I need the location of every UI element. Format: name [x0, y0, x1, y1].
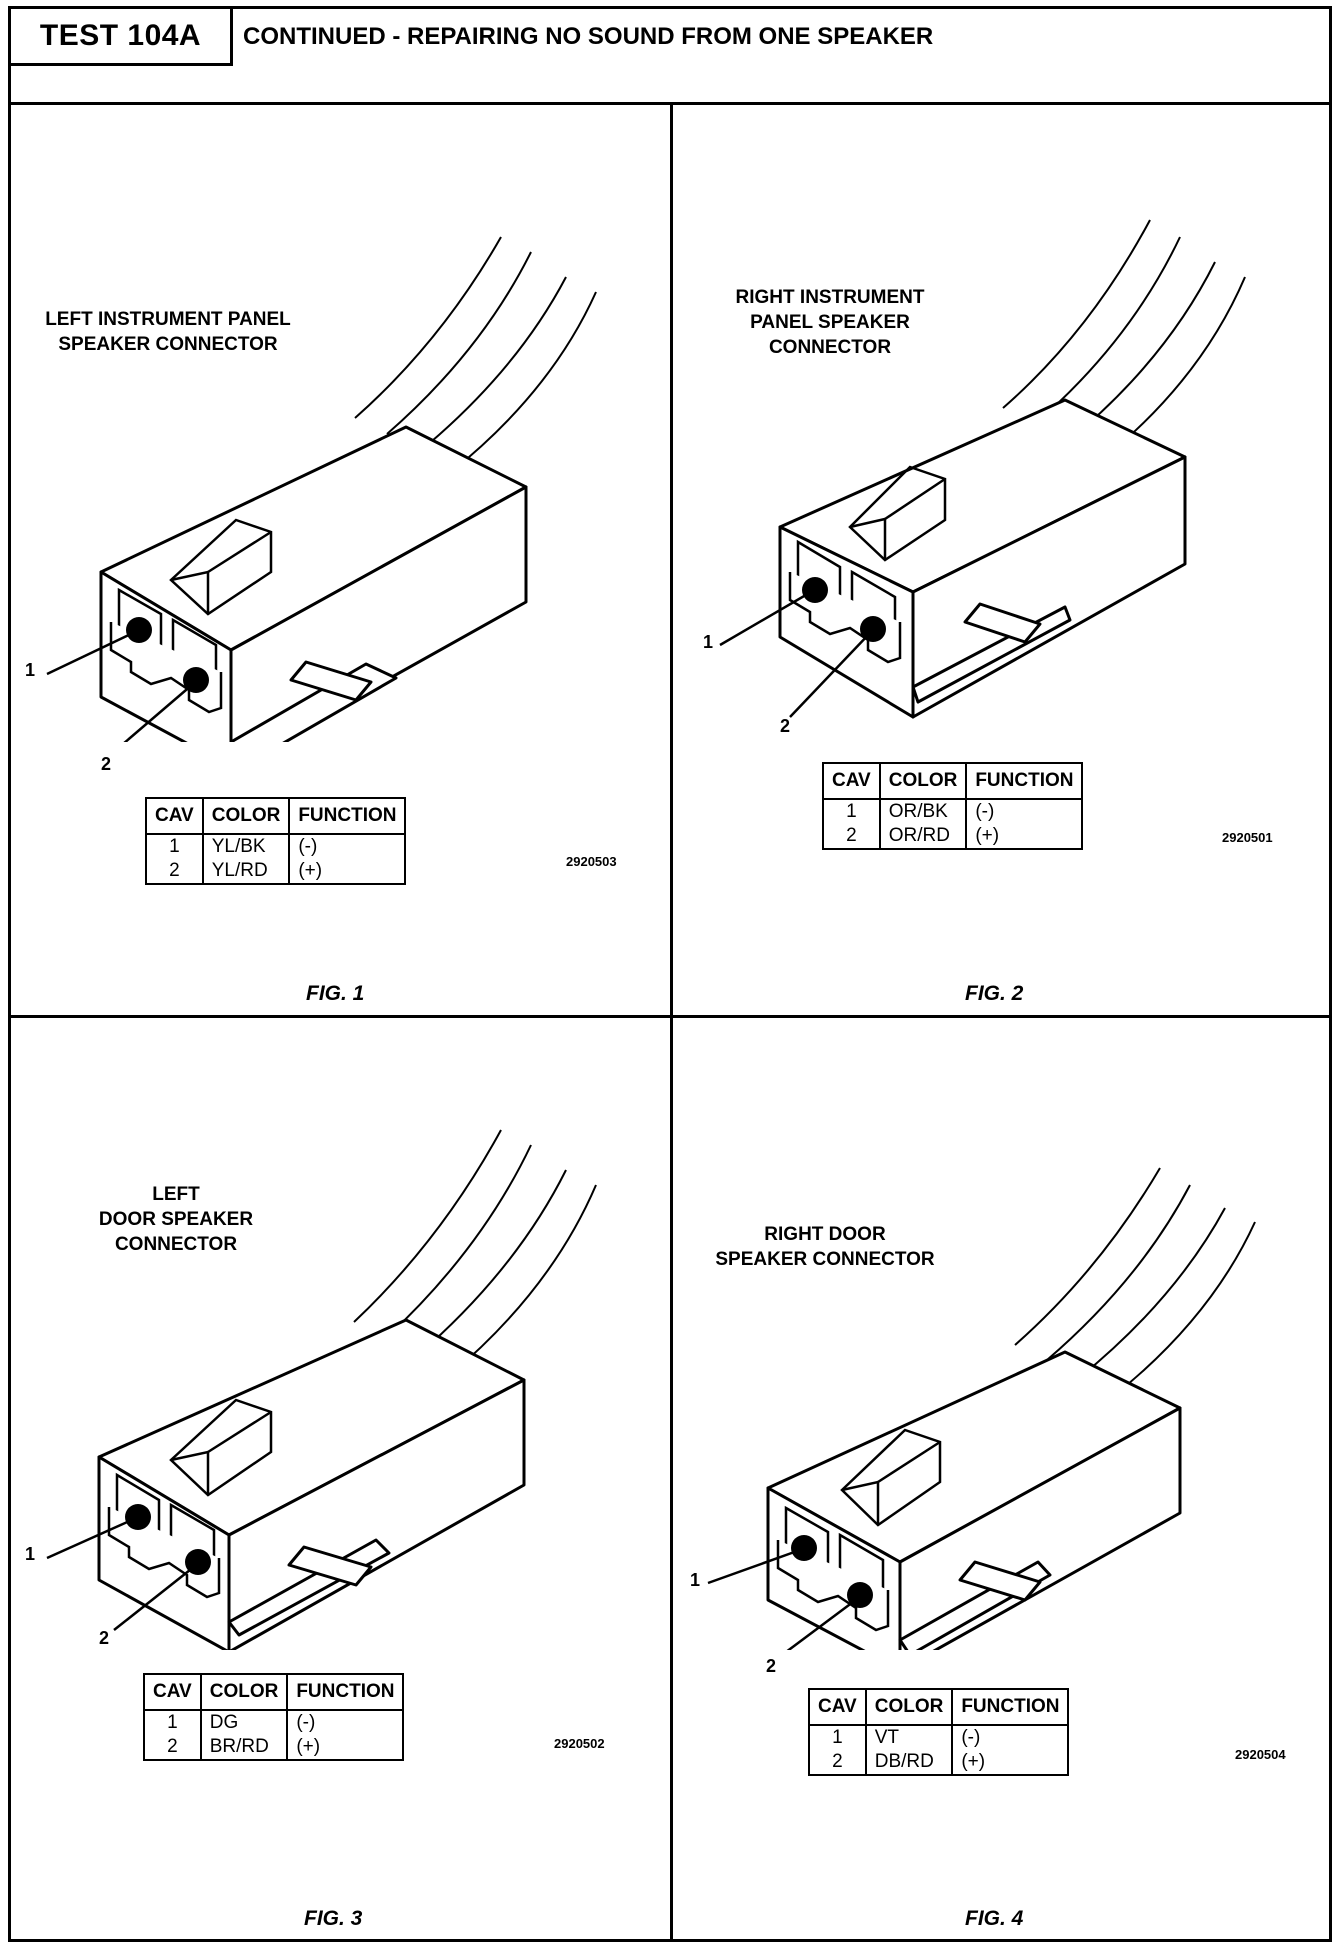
service-manual-page: TEST 104A CONTINUED - REPAIRING NO SOUND… — [8, 6, 1332, 1942]
color-cell: DG — [199, 1710, 289, 1735]
test-id: TEST 104A — [11, 9, 233, 66]
color-cell: VT — [864, 1725, 954, 1750]
figure-caption: FIG. 4 — [965, 1907, 1024, 1930]
connector-label: LEFT DOOR SPEAKER CONNECTOR — [98, 1184, 254, 1255]
cav-cell: 2 — [145, 859, 204, 885]
color-cell: DB/RD — [864, 1750, 954, 1776]
figure-code: 2920502 — [554, 1736, 605, 1751]
cavity-table: CAV COLOR FUNCTION 1 DG (-) 2 BR/RD (+) — [143, 1673, 405, 1761]
table-row: 1 VT (-) — [808, 1725, 1070, 1750]
vertical-divider — [670, 102, 673, 1939]
figure-4-panel: RIGHT DOOR SPEAKER CONNECTOR — [670, 1010, 1325, 1935]
cav-cell: 2 — [822, 824, 881, 850]
cavity-table: CAV COLOR FUNCTION 1 OR/BK (-) 2 OR/RD (… — [822, 762, 1084, 850]
connector-label: RIGHT DOOR SPEAKER CONNECTOR — [715, 1224, 935, 1270]
table-row: 1 YL/BK (-) — [145, 834, 407, 859]
function-cell: (+) — [286, 1735, 405, 1761]
color-cell: YL/BK — [201, 834, 291, 859]
figure-caption: FIG. 1 — [306, 982, 365, 1005]
table-header: CAV — [822, 762, 881, 800]
table-row: 1 DG (-) — [143, 1710, 405, 1735]
function-cell: (-) — [286, 1710, 405, 1735]
table-row: 2 YL/RD (+) — [145, 859, 407, 885]
cavity-table: CAV COLOR FUNCTION 1 VT (-) 2 DB/RD (+) — [808, 1688, 1070, 1776]
table-header: CAV — [143, 1673, 202, 1711]
cav-cell: 2 — [143, 1735, 202, 1761]
figure-code: 2920504 — [1235, 1747, 1286, 1762]
callout-2: 2 — [99, 1628, 110, 1648]
table-header: FUNCTION — [951, 1688, 1070, 1726]
callout-1: 1 — [690, 1570, 701, 1590]
connector-diagram — [719, 219, 1246, 719]
page-title: CONTINUED - REPAIRING NO SOUND FROM ONE … — [243, 23, 934, 50]
cav-cell: 1 — [822, 799, 881, 824]
table-header: COLOR — [199, 1673, 289, 1711]
cav-cell: 1 — [145, 834, 204, 859]
figure-1-panel: LEFT INSTRUMENT PANEL SPEAKER CONNECTOR — [11, 102, 666, 1010]
figure-3-panel: LEFT DOOR SPEAKER CONNECTOR — [11, 1010, 666, 1935]
table-row: 1 OR/BK (-) — [822, 799, 1084, 824]
callout-2: 2 — [780, 716, 791, 736]
figure-caption: FIG. 3 — [304, 1907, 363, 1930]
table-row: 2 DB/RD (+) — [808, 1750, 1070, 1776]
connector-diagram — [707, 1167, 1256, 1650]
table-header: FUNCTION — [965, 762, 1084, 800]
cav-cell: 1 — [143, 1710, 202, 1735]
figure-code: 2920501 — [1222, 830, 1273, 845]
function-cell: (-) — [288, 834, 407, 859]
page-header: TEST 104A CONTINUED - REPAIRING NO SOUND… — [11, 9, 1329, 105]
function-cell: (+) — [965, 824, 1084, 850]
table-header: FUNCTION — [286, 1673, 405, 1711]
function-cell: (+) — [288, 859, 407, 885]
table-header: COLOR — [878, 762, 968, 800]
cavity-table: CAV COLOR FUNCTION 1 YL/BK (-) 2 YL/RD (… — [145, 797, 407, 885]
figure-caption: FIG. 2 — [965, 982, 1024, 1005]
function-cell: (-) — [965, 799, 1084, 824]
figure-code: 2920503 — [566, 854, 617, 869]
cav-cell: 2 — [808, 1750, 867, 1776]
figure-2-panel: RIGHT INSTRUMENT PANEL SPEAKER CONNECTOR — [670, 102, 1325, 1010]
function-cell: (-) — [951, 1725, 1070, 1750]
cav-cell: 1 — [808, 1725, 867, 1750]
table-header: CAV — [145, 797, 204, 835]
color-cell: OR/BK — [878, 799, 968, 824]
connector-label: RIGHT INSTRUMENT PANEL SPEAKER CONNECTOR — [735, 287, 925, 358]
table-header: FUNCTION — [288, 797, 407, 835]
table-row: 2 BR/RD (+) — [143, 1735, 405, 1761]
table-header: CAV — [808, 1688, 867, 1726]
horizontal-divider — [11, 1015, 1329, 1018]
color-cell: OR/RD — [878, 824, 968, 850]
function-cell: (+) — [951, 1750, 1070, 1776]
callout-1: 1 — [25, 1544, 36, 1564]
callout-2: 2 — [766, 1656, 777, 1676]
connector-diagram — [46, 236, 597, 742]
connector-diagram — [46, 1129, 597, 1650]
color-cell: YL/RD — [201, 859, 291, 885]
connector-label: LEFT INSTRUMENT PANEL SPEAKER CONNECTOR — [45, 309, 291, 355]
callout-1: 1 — [25, 660, 36, 680]
color-cell: BR/RD — [199, 1735, 289, 1761]
callout-2: 2 — [101, 754, 112, 774]
callout-1: 1 — [703, 632, 714, 652]
table-header: COLOR — [864, 1688, 954, 1726]
table-header: COLOR — [201, 797, 291, 835]
table-row: 2 OR/RD (+) — [822, 824, 1084, 850]
